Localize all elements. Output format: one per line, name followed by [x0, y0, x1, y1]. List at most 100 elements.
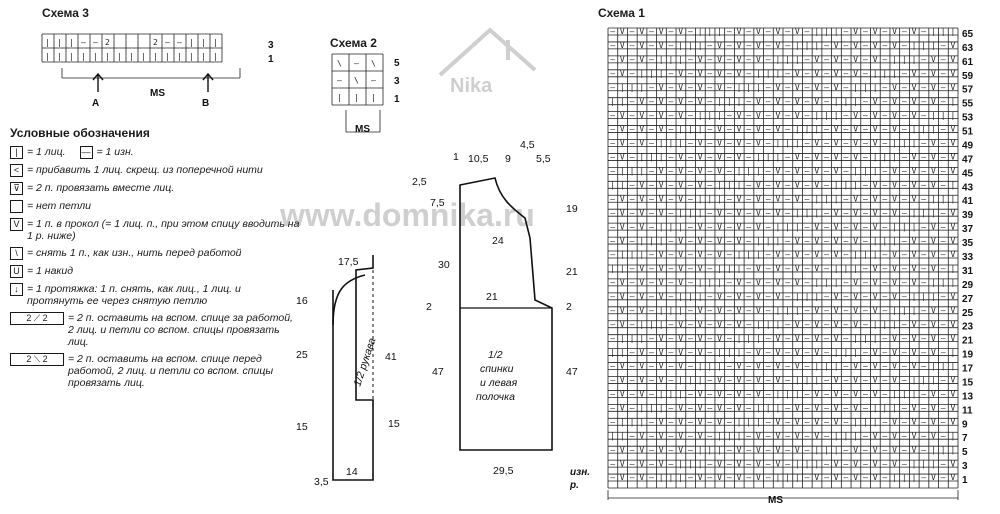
svg-text:V: V [659, 348, 664, 357]
svg-text:—: — [844, 153, 849, 162]
dim-21-b: 21 [566, 266, 578, 278]
svg-text:V: V [795, 264, 800, 273]
svg-text:|: | [756, 334, 761, 343]
svg-text:—: — [921, 139, 926, 148]
svg-text:|: | [659, 139, 664, 148]
svg-text:V: V [950, 69, 955, 78]
svg-text:V: V [775, 97, 780, 106]
svg-text:V: V [737, 376, 742, 385]
scheme1-row-7: 7 [962, 433, 968, 444]
svg-text:—: — [785, 208, 790, 217]
svg-text:—: — [902, 445, 907, 454]
svg-text:|: | [659, 390, 664, 399]
svg-text:|: | [882, 69, 887, 78]
svg-text:|: | [921, 125, 926, 134]
svg-text:|: | [737, 334, 742, 343]
svg-text:—: — [649, 125, 654, 134]
svg-text:V: V [620, 362, 625, 371]
svg-text:—: — [921, 334, 926, 343]
svg-text:V: V [873, 264, 878, 273]
svg-text:—: — [882, 55, 887, 64]
svg-text:V: V [795, 445, 800, 454]
svg-text:V: V [737, 194, 742, 203]
svg-text:—: — [669, 181, 674, 190]
legend: Условные обозначения |= 1 лиц. —= 1 изн.… [10, 126, 300, 394]
svg-text:—: — [727, 292, 732, 301]
svg-text:—: — [610, 362, 615, 371]
svg-text:V: V [873, 41, 878, 50]
svg-text:V: V [853, 362, 858, 371]
svg-text:|: | [950, 362, 955, 371]
svg-text:—: — [824, 41, 829, 50]
svg-text:V: V [659, 125, 664, 134]
svg-text:—: — [630, 320, 635, 329]
svg-text:|: | [834, 194, 839, 203]
svg-text:|: | [824, 445, 829, 454]
svg-text:|: | [853, 334, 858, 343]
svg-text:|: | [931, 27, 936, 36]
svg-text:V: V [853, 153, 858, 162]
svg-text:V: V [950, 222, 955, 231]
svg-text:V: V [795, 348, 800, 357]
svg-text:2: 2 [153, 38, 158, 47]
svg-text:|: | [620, 431, 625, 440]
svg-text:—: — [824, 250, 829, 259]
svg-text:—: — [921, 445, 926, 454]
svg-text:www.domnika.ru: www.domnika.ru [280, 197, 535, 233]
skp-icon: ↓ [10, 283, 23, 296]
svg-text:|: | [775, 69, 780, 78]
svg-text:—: — [824, 83, 829, 92]
svg-text:|: | [756, 320, 761, 329]
svg-text:—: — [921, 431, 926, 440]
svg-text:|: | [941, 278, 946, 287]
svg-text:V: V [950, 41, 955, 50]
svg-text:|: | [337, 93, 342, 102]
svg-text:—: — [882, 111, 887, 120]
svg-text:V: V [912, 83, 917, 92]
svg-text:|: | [941, 27, 946, 36]
svg-text:—: — [805, 306, 810, 315]
svg-text:—: — [844, 69, 849, 78]
svg-text:—: — [766, 445, 771, 454]
svg-text:—: — [610, 27, 615, 36]
svg-text:V: V [678, 348, 683, 357]
svg-text:|: | [659, 306, 664, 315]
garment-schematic: 1/2 рукава 17,5 16 25 15 41 15 3,5 14 1/… [296, 140, 578, 488]
svg-text:V: V [795, 236, 800, 245]
svg-text:V: V [756, 459, 761, 468]
arrow-a-icon [92, 72, 104, 92]
svg-text:|: | [912, 473, 917, 482]
svg-text:V: V [931, 431, 936, 440]
svg-text:|: | [105, 52, 110, 61]
svg-text:V: V [892, 292, 897, 301]
svg-text:|: | [688, 41, 693, 50]
svg-text:V: V [834, 167, 839, 176]
svg-text:—: — [610, 55, 615, 64]
svg-text:|: | [814, 292, 819, 301]
svg-text:—: — [688, 417, 693, 426]
svg-text:V: V [834, 125, 839, 134]
svg-text:V: V [892, 445, 897, 454]
svg-text:|: | [678, 306, 683, 315]
svg-text:|: | [834, 362, 839, 371]
svg-text:—: — [863, 404, 868, 413]
svg-text:—: — [707, 236, 712, 245]
svg-text:V: V [892, 334, 897, 343]
svg-text:|: | [707, 194, 712, 203]
svg-text:|: | [844, 97, 849, 106]
svg-text:—: — [707, 181, 712, 190]
svg-text:V: V [912, 181, 917, 190]
scheme2-row-3: 3 [394, 76, 400, 87]
svg-text:—: — [649, 97, 654, 106]
cable-back-icon: 2 ⟋ 2 [10, 312, 64, 325]
svg-text:|: | [814, 125, 819, 134]
svg-text:—: — [824, 264, 829, 273]
svg-text:V: V [756, 55, 761, 64]
svg-text:—: — [902, 431, 907, 440]
svg-text:V: V [639, 208, 644, 217]
legend-title: Условные обозначения [10, 126, 150, 140]
svg-text:V: V [912, 404, 917, 413]
wrong-side-label: изн. [570, 467, 590, 478]
svg-text:—: — [707, 41, 712, 50]
svg-text:V: V [620, 320, 625, 329]
